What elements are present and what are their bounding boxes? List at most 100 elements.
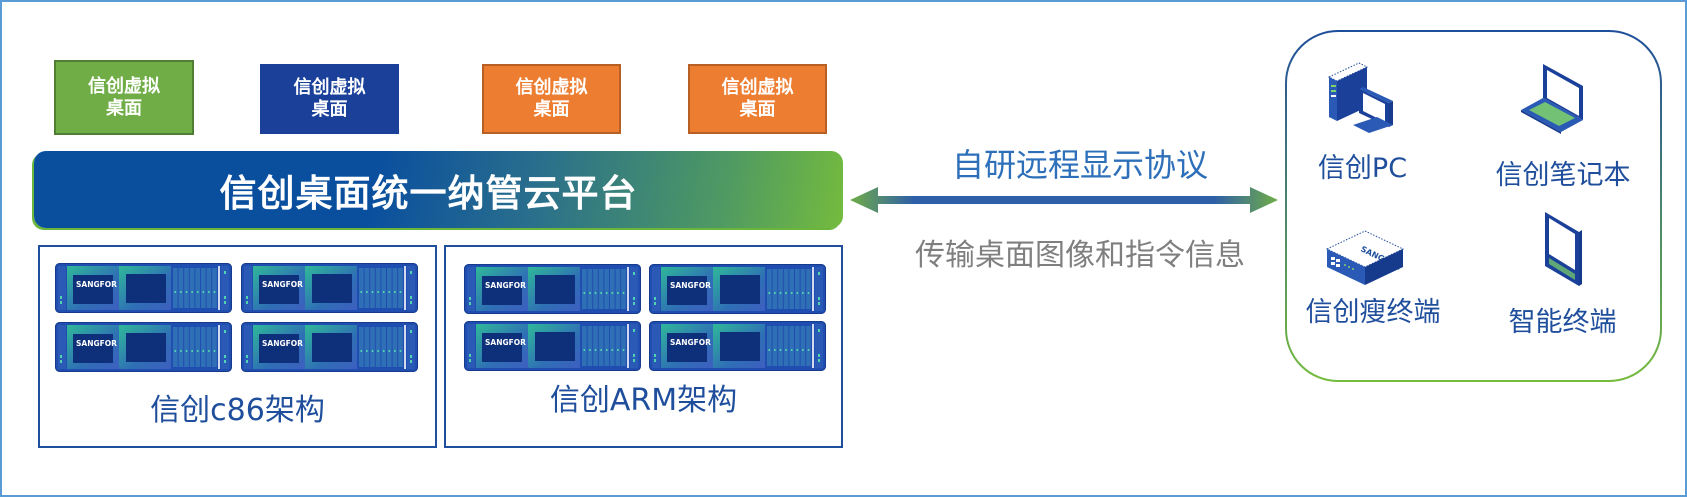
drive-led xyxy=(583,292,586,294)
drive-led xyxy=(622,292,625,294)
virtual-desktop-box-4: 信创虚拟 桌面 xyxy=(688,64,827,134)
endpoints-panel xyxy=(1285,30,1662,382)
virtual-desktop-label: 信创虚拟 xyxy=(515,77,588,98)
drive-led xyxy=(399,350,402,352)
server-graphic: SANGFOR xyxy=(55,322,232,372)
server-brand-label: SANGFOR xyxy=(76,280,117,289)
drive-bay xyxy=(615,326,621,366)
drive-bay xyxy=(621,326,626,366)
drive-bay xyxy=(767,269,772,309)
drive-bay xyxy=(789,269,794,309)
server-graphic: SANGFOR xyxy=(55,263,232,313)
drive-led xyxy=(360,291,363,293)
drive-bay xyxy=(604,326,609,366)
drive-led xyxy=(202,291,205,293)
tablet-icon xyxy=(1545,212,1582,286)
drive-led xyxy=(371,291,374,293)
drive-bay xyxy=(795,326,800,366)
drive-led xyxy=(768,349,771,351)
virtual-desktop-label: 信创虚拟 xyxy=(88,75,160,97)
drive-bay xyxy=(767,326,772,366)
drive-led xyxy=(399,291,402,293)
drive-led xyxy=(785,349,787,351)
drive-bay xyxy=(387,327,392,367)
server-brand-label: SANGFOR xyxy=(670,281,711,290)
server-graphic: SANGFOR xyxy=(464,264,641,314)
server-brand-label: SANGFOR xyxy=(262,339,303,348)
drive-bay xyxy=(173,268,178,308)
drive-led xyxy=(180,350,182,352)
drive-led xyxy=(191,350,193,352)
drive-led xyxy=(174,350,177,352)
drive-bay xyxy=(364,268,370,308)
drive-led xyxy=(382,291,385,293)
architecture-label: 信创c86架构 xyxy=(150,393,325,428)
drive-bay xyxy=(189,268,195,308)
drive-bay xyxy=(772,269,778,309)
server-graphic: SANGFOR xyxy=(241,322,418,372)
drive-bay xyxy=(364,327,370,367)
drive-bay xyxy=(598,269,604,309)
drive-bay xyxy=(370,327,375,367)
drive-bay xyxy=(178,268,184,308)
drive-bay xyxy=(381,327,386,367)
drive-led xyxy=(594,292,597,294)
endpoint-label: 信创笔记本 xyxy=(1495,160,1631,191)
drive-led xyxy=(617,292,619,294)
desktop-pc-icon xyxy=(1327,62,1393,133)
drive-bay xyxy=(772,326,778,366)
server-brand-label: SANGFOR xyxy=(485,338,526,347)
drive-bay xyxy=(582,326,587,366)
drive-bay xyxy=(206,327,212,367)
drive-led xyxy=(605,292,608,294)
drive-led xyxy=(774,292,776,294)
drive-led xyxy=(202,350,205,352)
drive-led xyxy=(185,350,188,352)
platform-title: 信创桌面统一纳管云平台 xyxy=(219,171,638,215)
drive-led xyxy=(196,350,199,352)
drive-led xyxy=(622,349,625,351)
server-graphic: SANGFOR xyxy=(464,321,641,371)
drive-led xyxy=(360,350,363,352)
drive-led xyxy=(208,350,210,352)
drive-led xyxy=(394,291,396,293)
drive-led xyxy=(377,291,379,293)
virtual-desktop-box-2: 信创虚拟 桌面 xyxy=(260,64,399,134)
drive-bay xyxy=(392,327,398,367)
drive-bay xyxy=(375,268,381,308)
virtual-desktop-label: 信创虚拟 xyxy=(721,77,794,98)
drive-led xyxy=(174,291,177,293)
endpoint-label: 信创瘦终端 xyxy=(1305,297,1441,328)
architecture-label: 信创ARM架构 xyxy=(549,383,738,418)
drive-led xyxy=(388,291,391,293)
drive-led xyxy=(185,291,188,293)
drive-led xyxy=(594,349,597,351)
drive-led xyxy=(600,292,602,294)
drive-led xyxy=(774,349,776,351)
drive-bay xyxy=(806,326,811,366)
drive-bay xyxy=(783,326,789,366)
drive-bay xyxy=(387,268,392,308)
drive-bay xyxy=(789,326,794,366)
drive-bay xyxy=(212,268,217,308)
drive-bay xyxy=(582,269,587,309)
drive-bay xyxy=(800,269,806,309)
drive-led xyxy=(802,292,804,294)
drive-bay xyxy=(398,268,403,308)
drive-bay xyxy=(587,326,593,366)
virtual-desktop-label: 信创虚拟 xyxy=(293,77,366,98)
drive-bay xyxy=(783,269,789,309)
protocol-title: 自研远程显示协议 xyxy=(951,146,1208,184)
drive-bay xyxy=(381,268,386,308)
drive-led xyxy=(611,292,614,294)
drive-led xyxy=(796,349,799,351)
drive-bay xyxy=(598,326,604,366)
drive-led xyxy=(388,350,391,352)
drive-led xyxy=(605,349,608,351)
drive-bay xyxy=(201,327,206,367)
drive-bay xyxy=(173,327,178,367)
server-brand-label: SANGFOR xyxy=(670,338,711,347)
drive-bay xyxy=(206,268,212,308)
laptop-icon xyxy=(1521,64,1583,134)
drive-led xyxy=(366,291,368,293)
